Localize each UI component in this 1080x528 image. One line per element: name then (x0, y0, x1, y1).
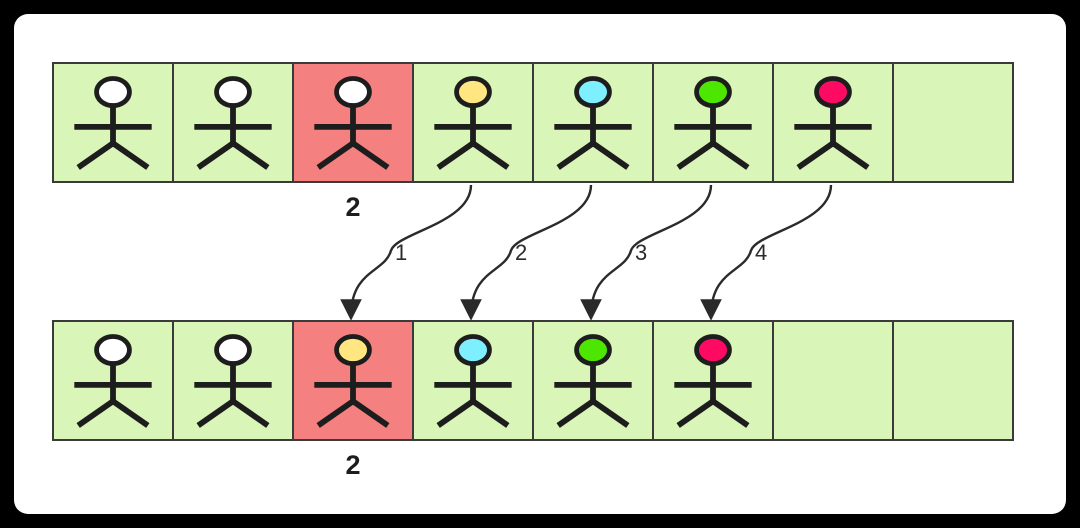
bottom-row-cell-6[interactable] (772, 320, 894, 441)
figure-leg-right (111, 140, 150, 170)
figure-head (574, 76, 612, 108)
figure-head (694, 76, 732, 108)
figure-leg-left (436, 140, 475, 170)
figure-leg-left (196, 398, 235, 428)
figure-leg-left (556, 140, 595, 170)
shift-arrow-label-3: 3 (635, 240, 647, 265)
figure-leg-right (591, 398, 630, 428)
top-row-cell-3[interactable] (412, 62, 534, 183)
figure-leg-right (351, 140, 390, 170)
figure-leg-left (76, 140, 115, 170)
figure-leg-left (796, 140, 835, 170)
shift-arrow-4 (700, 184, 833, 321)
stick-figure (74, 334, 152, 428)
stick-figure (554, 334, 632, 428)
figure-leg-left (316, 140, 355, 170)
figure-leg-left (556, 398, 595, 428)
figure-head (214, 76, 252, 108)
bottom-row-cell-4[interactable] (532, 320, 654, 441)
figure-leg-right (231, 398, 270, 428)
stick-figure (314, 76, 392, 170)
bottom-row-cell-1[interactable] (172, 320, 294, 441)
figure-leg-right (711, 398, 750, 428)
stick-figure (794, 76, 872, 170)
shift-arrow-2 (460, 184, 593, 321)
stick-figure (194, 76, 272, 170)
stick-figure (194, 334, 272, 428)
figure-head (94, 334, 132, 366)
shift-arrow-label-1: 1 (395, 240, 407, 265)
bottom-row-index-label: 2 (345, 450, 361, 480)
figure-leg-left (196, 140, 235, 170)
figure-head (334, 334, 372, 366)
figure-leg-right (111, 398, 150, 428)
figure-head (574, 334, 612, 366)
shift-arrow-label-4: 4 (755, 240, 767, 265)
bottom-row-cell-3[interactable] (412, 320, 534, 441)
stick-figure (674, 334, 752, 428)
figure-leg-right (591, 140, 630, 170)
figure-leg-left (316, 398, 355, 428)
bottom-row-cell-2[interactable] (292, 320, 414, 441)
figure-leg-left (436, 398, 475, 428)
bottom-row-cell-0[interactable] (52, 320, 174, 441)
stick-figure (314, 334, 392, 428)
bottom-row-cell-7[interactable] (892, 320, 1014, 441)
top-row-index-label: 2 (345, 192, 361, 222)
top-row (52, 62, 1014, 183)
figure-head (334, 76, 372, 108)
figure-leg-right (831, 140, 870, 170)
shift-arrow-label-2: 2 (515, 240, 527, 265)
top-row-cell-7[interactable] (892, 62, 1014, 183)
figure-leg-left (676, 398, 715, 428)
stick-figure (434, 334, 512, 428)
figure-leg-left (676, 140, 715, 170)
figure-head (814, 76, 852, 108)
figure-leg-right (471, 398, 510, 428)
shift-arrow-3 (580, 184, 713, 321)
top-row-cell-6[interactable] (772, 62, 894, 183)
stick-figure (554, 76, 632, 170)
top-row-cell-0[interactable] (52, 62, 174, 183)
stick-figure (674, 76, 752, 170)
stick-figure (74, 76, 152, 170)
figure-leg-left (76, 398, 115, 428)
top-row-cell-2[interactable] (292, 62, 414, 183)
figure-leg-right (351, 398, 390, 428)
bottom-row (52, 320, 1014, 441)
top-row-cell-5[interactable] (652, 62, 774, 183)
figure-leg-right (471, 140, 510, 170)
figure-head (214, 334, 252, 366)
figure-head (694, 334, 732, 366)
diagram-canvas: 2 2 1 2 3 4 (14, 14, 1066, 514)
figure-head (454, 334, 492, 366)
figure-leg-right (711, 140, 750, 170)
stick-figure (434, 76, 512, 170)
top-row-cell-1[interactable] (172, 62, 294, 183)
bottom-row-cell-5[interactable] (652, 320, 774, 441)
top-row-cell-4[interactable] (532, 62, 654, 183)
figure-leg-right (231, 140, 270, 170)
figure-head (94, 76, 132, 108)
figure-head (454, 76, 492, 108)
